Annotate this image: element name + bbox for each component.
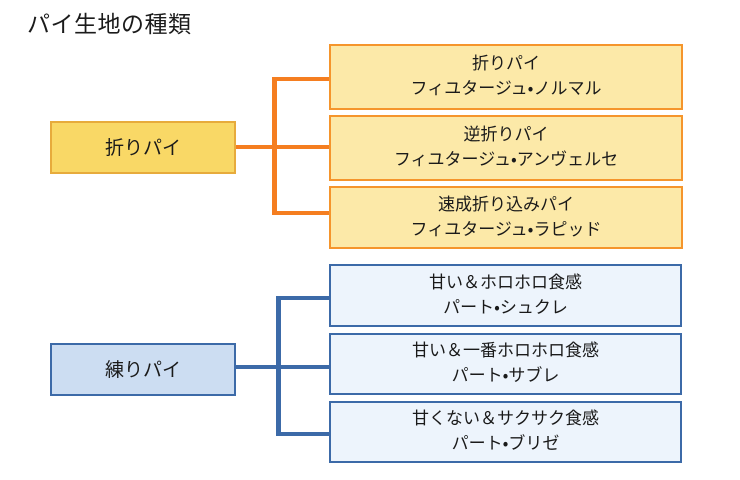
node-line-1: 甘い＆ホロホロ食感 [429, 272, 582, 293]
connector-ori-pie-arm-1 [272, 77, 330, 81]
node-line-1: 甘くない＆サクサク食感 [412, 409, 599, 429]
connector-ori-pie-stem [236, 145, 277, 149]
node-line-1: 折りパイ [472, 54, 540, 74]
connector-ori-pie-arm-3 [272, 211, 330, 215]
node-neri-pie-child-2[interactable]: 甘い＆一番ホロホロ食感 パート・サブレ [329, 333, 682, 395]
node-line-2: フィユタージュ・ノルマル [410, 79, 602, 99]
node-label: 練りパイ [104, 358, 181, 381]
node-line-2: パート・サブレ [451, 366, 560, 386]
node-line-1: 速成折り込みパイ [438, 194, 574, 215]
node-ori-pie-child-3[interactable]: 速成折り込みパイ フィユタージュ・ラピッド [329, 186, 683, 249]
node-ori-pie-child-2[interactable]: 逆折りパイ フィユタージュ・アンヴェルセ [329, 115, 683, 181]
node-neri-pie-child-1[interactable]: 甘い＆ホロホロ食感 パート・シュクレ [329, 264, 682, 327]
page-title: パイ生地の種類 [27, 12, 192, 38]
node-line-2: パート・ブリゼ [451, 434, 560, 454]
node-neri-pie-parent[interactable]: 練りパイ [50, 343, 236, 396]
connector-ori-pie-arm-2 [272, 145, 330, 149]
node-line-2: パート・シュクレ [443, 297, 568, 318]
node-label: 折りパイ [104, 136, 181, 159]
connector-neri-pie-arm-3 [276, 432, 330, 436]
node-line-2: フィユタージュ・ラピッド [410, 219, 602, 240]
connector-neri-pie-arm-2 [276, 365, 330, 369]
node-neri-pie-child-3[interactable]: 甘くない＆サクサク食感 パート・ブリゼ [329, 401, 682, 463]
connector-neri-pie-arm-1 [276, 296, 330, 300]
node-ori-pie-parent[interactable]: 折りパイ [50, 121, 236, 174]
node-line-2: フィユタージュ・アンヴェルセ [393, 150, 619, 170]
node-line-1: 逆折りパイ [463, 125, 549, 145]
connector-neri-pie-stem [236, 365, 280, 369]
node-ori-pie-child-1[interactable]: 折りパイ フィユタージュ・ノルマル [329, 44, 683, 110]
node-line-1: 甘い＆一番ホロホロ食感 [412, 341, 599, 361]
